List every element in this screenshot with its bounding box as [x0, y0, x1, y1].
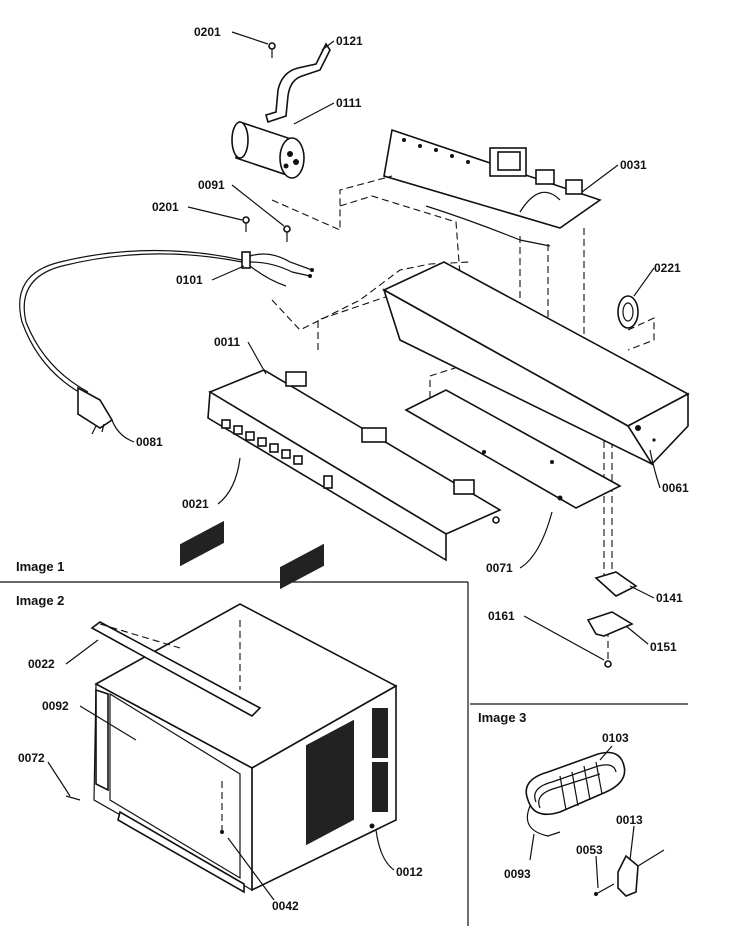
power-cord [19, 249, 243, 435]
part-label-0103: 0103 [602, 731, 629, 745]
part-label-0061: 0061 [662, 481, 689, 495]
sensor-clip [586, 611, 634, 637]
part-label-0101: 0101 [176, 273, 203, 287]
screw-0161 [604, 660, 612, 668]
part-label-0013: 0013 [616, 813, 643, 827]
part-label-0092: 0092 [42, 699, 69, 713]
capacitor [231, 120, 305, 179]
part-label-0072: 0072 [18, 751, 45, 765]
part-label-0021: 0021 [182, 497, 209, 511]
wire-harness [241, 251, 314, 287]
screw-0091 [283, 225, 291, 242]
part-label-0161: 0161 [488, 609, 515, 623]
part-label-0141: 0141 [656, 591, 683, 605]
part-label-0081: 0081 [136, 435, 163, 449]
image2-cabinet [65, 520, 398, 894]
control-panel [207, 369, 502, 562]
thermostat [617, 295, 639, 329]
part-label-0093: 0093 [504, 867, 531, 881]
part-label-0022: 0022 [28, 657, 55, 671]
part-label-0121: 0121 [336, 34, 363, 48]
part-label-0071: 0071 [486, 561, 513, 575]
mounting-bracket [594, 571, 638, 597]
section-label-image3: Image 3 [478, 710, 526, 725]
leader-lines [47, 31, 661, 901]
control-board [383, 128, 602, 247]
base-plate [404, 389, 622, 509]
part-label-0221: 0221 [654, 261, 681, 275]
section-label-image1: Image 1 [16, 559, 64, 574]
part-label-0111: 0111 [336, 96, 362, 110]
part-label-0151: 0151 [650, 640, 677, 654]
part-label-0201-mid: 0201 [152, 200, 179, 214]
part-label-0201-top: 0201 [194, 25, 221, 39]
section-label-image2: Image 2 [16, 593, 64, 608]
screw-0201-top [268, 42, 276, 58]
part-label-0091: 0091 [198, 178, 225, 192]
part-label-0031: 0031 [620, 158, 647, 172]
image1-assembly [19, 42, 690, 668]
control-box [382, 261, 690, 466]
part-label-0042: 0042 [272, 899, 299, 913]
image3-parts [525, 751, 665, 897]
part-label-0011: 0011 [214, 335, 240, 349]
part-label-0053: 0053 [576, 843, 603, 857]
capacitor-strap [265, 42, 331, 124]
part-label-0012: 0012 [396, 865, 423, 879]
screw-0201-mid [242, 216, 250, 232]
